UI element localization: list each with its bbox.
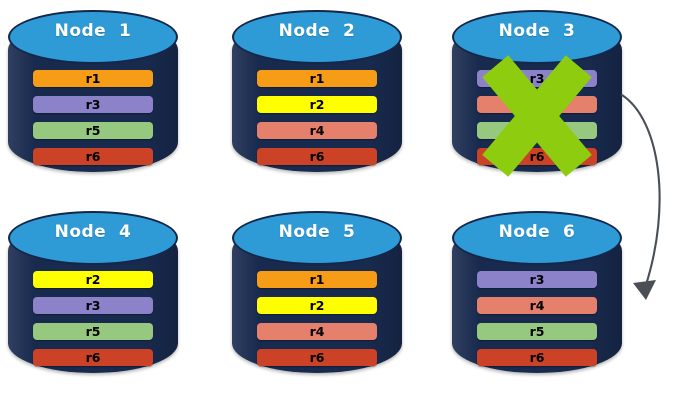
record-bar[interactable]: r4: [477, 96, 597, 113]
cylinder-top: [232, 10, 402, 64]
node-title: Node 6: [498, 222, 576, 242]
failover-arrow-path: [620, 93, 661, 290]
node-4[interactable]: Node 4 r2 r3 r5 r6: [8, 207, 178, 383]
record-bar[interactable]: r5: [33, 122, 153, 139]
node-2[interactable]: Node 2 r1 r2 r4 r6: [232, 6, 402, 182]
record-list: r1 r2 r4 r6: [232, 6, 402, 182]
record-bar[interactable]: r3: [477, 271, 597, 288]
record-bar[interactable]: r2: [257, 297, 377, 314]
cylinder-top: [8, 211, 178, 265]
record-bar[interactable]: r3: [477, 70, 597, 87]
record-bar[interactable]: r1: [33, 70, 153, 87]
cylinder-top: [452, 211, 622, 265]
node-3[interactable]: Node 3 r3 r4 r5 r6: [452, 6, 622, 182]
node-title: Node 2: [278, 21, 356, 41]
node-title: Node 4: [54, 222, 132, 242]
record-bar[interactable]: r6: [257, 148, 377, 165]
record-list: r3 r4 r5 r6: [452, 6, 622, 182]
record-bar[interactable]: r6: [477, 148, 597, 165]
record-bar[interactable]: r6: [477, 349, 597, 366]
record-bar[interactable]: r2: [257, 96, 377, 113]
node-6[interactable]: Node 6 r3 r4 r5 r6: [452, 207, 622, 383]
record-list: r1 r2 r4 r6: [232, 207, 402, 383]
record-bar[interactable]: r4: [257, 122, 377, 139]
node-title: Node 3: [498, 21, 576, 41]
record-list: r3 r4 r5 r6: [452, 207, 622, 383]
record-bar[interactable]: r6: [33, 349, 153, 366]
record-bar[interactable]: r3: [33, 96, 153, 113]
record-bar[interactable]: r5: [477, 323, 597, 340]
record-bar[interactable]: r6: [33, 148, 153, 165]
failover-arrow-head: [633, 280, 656, 300]
node-title: Node 5: [278, 222, 356, 242]
record-bar[interactable]: r4: [477, 297, 597, 314]
record-bar[interactable]: r5: [477, 122, 597, 139]
cylinder-top: [232, 211, 402, 265]
record-bar[interactable]: r2: [33, 271, 153, 288]
record-list: r1 r3 r5 r6: [8, 6, 178, 182]
node-title: Node 1: [54, 21, 132, 41]
record-bar[interactable]: r1: [257, 271, 377, 288]
node-5[interactable]: Node 5 r1 r2 r4 r6: [232, 207, 402, 383]
record-bar[interactable]: r6: [257, 349, 377, 366]
cylinder-top: [8, 10, 178, 64]
record-bar[interactable]: r4: [257, 323, 377, 340]
record-bar[interactable]: r1: [257, 70, 377, 87]
node-1[interactable]: Node 1 r1 r3 r5 r6: [8, 6, 178, 182]
record-bar[interactable]: r5: [33, 323, 153, 340]
record-list: r2 r3 r5 r6: [8, 207, 178, 383]
record-bar[interactable]: r3: [33, 297, 153, 314]
